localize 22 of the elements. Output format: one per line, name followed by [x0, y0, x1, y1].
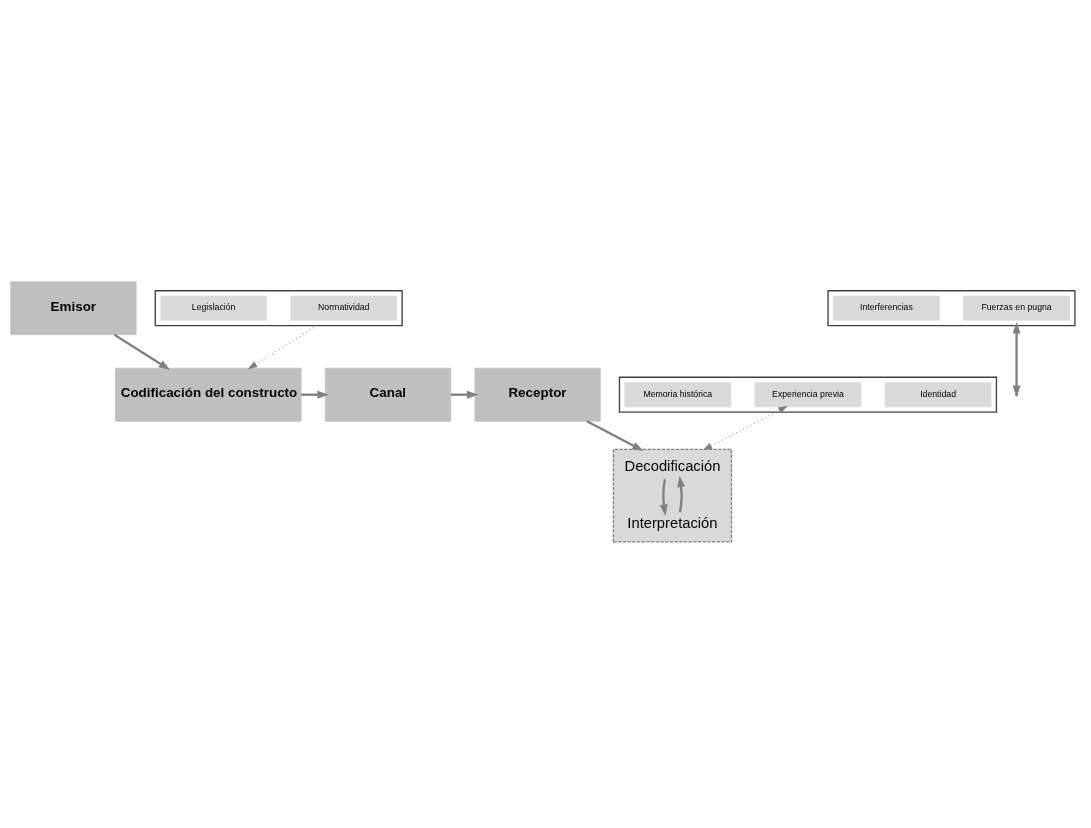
cluster — [612, 448, 733, 543]
node-box: Receptor — [474, 367, 601, 422]
node-box: Interferencias — [833, 295, 940, 321]
arrow — [702, 405, 788, 450]
arrow — [586, 419, 644, 451]
node-box: Identidad — [884, 381, 992, 407]
node-box: Fuerzas en pugna — [963, 295, 1070, 321]
node-box: Experiencia previa — [754, 381, 862, 407]
cluster — [827, 289, 1076, 326]
node-box: Codificación del constructo — [115, 367, 302, 422]
arrow — [677, 475, 686, 513]
node-box: Legislación — [160, 295, 267, 321]
arrow — [247, 324, 318, 369]
cluster — [154, 289, 403, 326]
node-box: Normatividad — [290, 295, 398, 321]
arrow — [113, 333, 171, 370]
node-text: Decodificación — [624, 457, 721, 474]
node-box: Canal — [324, 367, 452, 422]
node-box: Emisor — [10, 280, 137, 335]
node-box: Memoria histórica — [624, 381, 732, 407]
arrow — [659, 478, 668, 516]
node-text: Interpretación — [627, 514, 718, 531]
